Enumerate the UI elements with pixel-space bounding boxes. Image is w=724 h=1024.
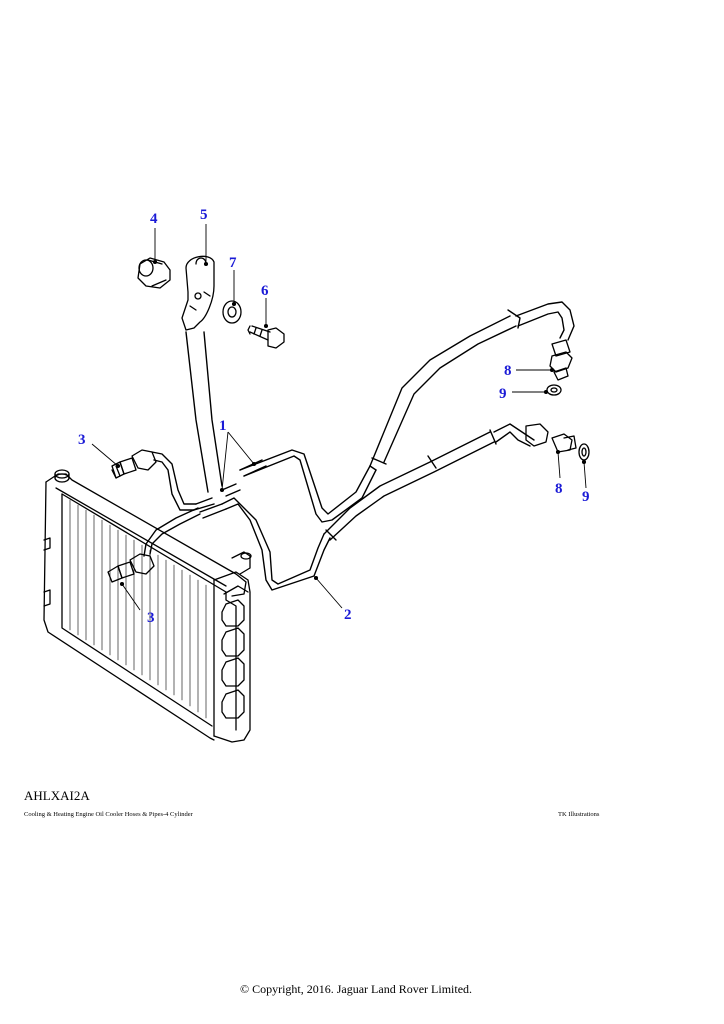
callout-5: 5 [200, 207, 208, 223]
oil-cooler-pipes [143, 331, 377, 591]
leader-lines [91, 224, 587, 611]
callout-7: 7 [229, 255, 237, 271]
callout-8-lower: 8 [555, 481, 563, 497]
callout-3-lower: 3 [147, 610, 155, 626]
callout-4: 4 [150, 211, 158, 227]
radiator [43, 469, 252, 743]
callout-8-upper: 8 [504, 363, 512, 379]
oil-cooler-hoses [323, 301, 575, 541]
diagram-caption: Cooling & Heating Engine Oil Cooler Hose… [24, 811, 193, 818]
callout-3-upper: 3 [78, 432, 86, 448]
callout-1: 1 [219, 418, 227, 434]
callout-9-lower: 9 [582, 489, 590, 505]
callouts: 4 5 7 6 1 3 8 9 8 9 3 2 [78, 207, 590, 626]
washer [222, 300, 242, 324]
adaptor-upper [546, 339, 573, 396]
callout-2: 2 [344, 607, 352, 623]
bolt [247, 325, 285, 349]
copyright-notice: © Copyright, 2016. Jaguar Land Rover Lim… [239, 982, 473, 996]
adaptor-lower [525, 423, 590, 461]
illustration-credit: TK Illustrations [558, 811, 600, 818]
union-fitting-lower [107, 553, 155, 583]
callout-6: 6 [261, 283, 269, 299]
illustration-code: AHLXAI2A [24, 788, 90, 803]
pipe-clip [181, 255, 215, 331]
union-fitting-upper [111, 449, 157, 479]
callout-9-upper: 9 [499, 386, 507, 402]
